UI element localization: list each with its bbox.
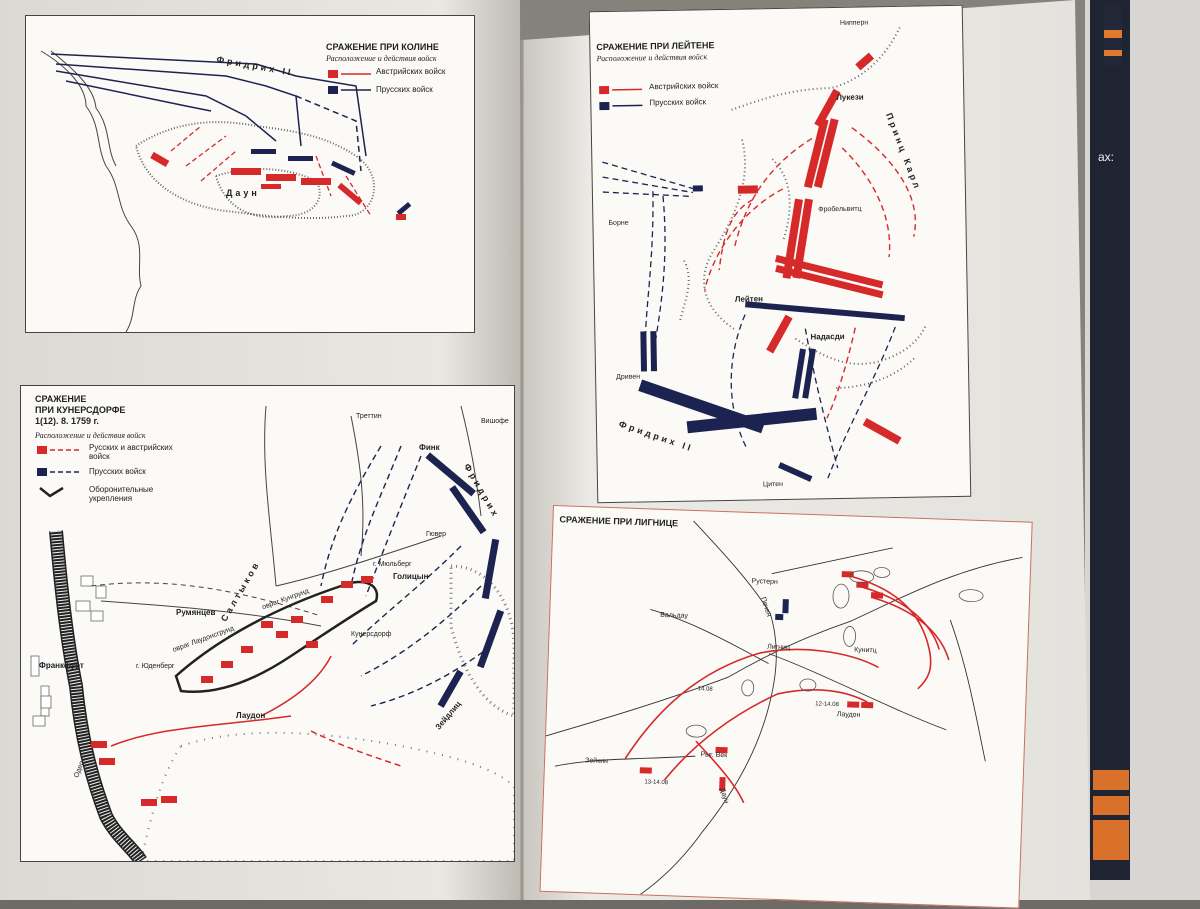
map-title-line2: при Кунерсдорфе xyxy=(35,405,126,415)
legend-prussian: Прусских войск xyxy=(376,85,433,94)
legend-austrian: Австрийских войск xyxy=(648,81,719,92)
map-leuthen: Сражение при Лейтене Расположение и дейс… xyxy=(588,4,972,504)
label-rusteri: Рустерн xyxy=(751,577,778,586)
label-valdau: Вальдау xyxy=(660,611,689,620)
label-nadasdi: Надасди xyxy=(810,331,845,342)
map-kunersdorf: Сражение при Кунерсдорфе 1(12). 8. 1759 … xyxy=(20,385,515,862)
label-ryg-vek: Рыг. Век xyxy=(700,751,728,760)
map-kolin-drawing xyxy=(40,50,412,332)
label-leuthen: Лейтен xyxy=(734,294,764,304)
label-trettin: Треттин xyxy=(356,413,382,420)
map-title-line1: Сражение xyxy=(35,394,87,404)
map-kunersdorf-drawing xyxy=(30,405,514,861)
label-frankfurt: Франкфурт xyxy=(39,661,84,670)
label-laudon: Лаудон xyxy=(836,711,861,719)
label-golitsyn: Голицын xyxy=(393,572,429,581)
label-time1: 12-14.08 xyxy=(815,701,839,709)
label-gyuver: Гювер xyxy=(426,531,447,538)
label-nipperi: Нипперн xyxy=(839,19,869,27)
label-kunits: Кунитц xyxy=(853,646,877,655)
label-time3: 13-14.08 xyxy=(644,779,669,787)
legend-symbols xyxy=(328,70,371,94)
label-driven: Дривен xyxy=(616,373,641,381)
label-finck: Финк xyxy=(419,443,440,452)
map-kolin: Сражение при Колине Расположение и дейст… xyxy=(25,15,475,333)
map-liegnitz: Сражение при Лигнице Рустерн Печен Вальд… xyxy=(539,505,1033,909)
legend-fortifications: Оборонительные укрепления xyxy=(89,485,154,503)
spine-text: ах: xyxy=(1098,150,1115,164)
label-kunersdorf: Кунерсдорф xyxy=(351,631,392,638)
legend-russian: Русских и австрийских войск xyxy=(89,443,173,461)
map-leuthen-drawing xyxy=(602,26,927,482)
label-vishofe: Вишофе xyxy=(481,418,509,425)
map-subtitle: Расположение и действия войск xyxy=(35,431,146,440)
legend-prussian: Прусских войск xyxy=(89,467,146,476)
label-time2: 14.08 xyxy=(697,686,713,693)
label-muhlberg: г. Мюльберг xyxy=(373,561,412,568)
label-tsiten: Цитен xyxy=(762,480,784,489)
label-borne: Борне xyxy=(608,219,629,227)
map-title: Сражение при Колине xyxy=(326,42,439,52)
book-spine xyxy=(1090,0,1130,880)
label-liegnitz: Лигниц xyxy=(767,643,791,652)
label-lukezi: Лукези xyxy=(836,92,864,102)
legend-prussian: Прусских войск xyxy=(649,97,707,108)
legend-symbols xyxy=(37,446,80,498)
map-subtitle: Расположение и действия войск xyxy=(326,54,437,63)
label-rumyantsev: Румянцев xyxy=(176,608,216,617)
map-title-date: 1(12). 8. 1759 г. xyxy=(35,416,99,426)
label-daun: Даун xyxy=(226,188,260,198)
map-liegnitz-drawing xyxy=(545,520,1023,895)
map-title: Сражение при Лейтене xyxy=(596,40,715,53)
label-yudenberg: г. Юденберг xyxy=(136,663,175,670)
label-frobelvits: Фробельвитц xyxy=(818,205,862,214)
legend-symbols xyxy=(599,85,643,111)
label-laudon: Лаудон xyxy=(236,711,266,720)
label-zeikin: Зейкин xyxy=(584,757,609,766)
legend-austrian: Австрийских войск xyxy=(376,67,446,76)
